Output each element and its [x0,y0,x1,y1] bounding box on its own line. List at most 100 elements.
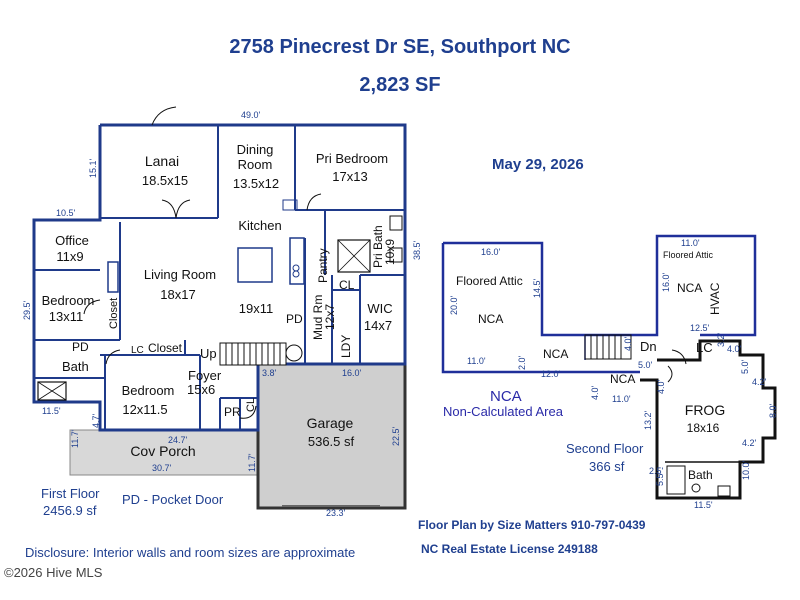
license-text: NC Real Estate License 249188 [421,542,598,556]
pd-label-kitchen: PD [286,312,303,326]
foyer-size: 15x6 [187,382,215,397]
office-size: 11x9 [56,249,83,264]
mud-rm-name: Mud Rm [311,295,325,340]
dim-garage-bottom: 23.3' [326,508,346,518]
garage-name: Garage [307,415,354,431]
first-floor-plan [32,106,407,510]
floored-attic-left-label: Floored Attic [456,274,523,288]
dim2-attic-inner: 14.5' [532,278,542,298]
nca-title: NCA [490,388,522,405]
dim-top: 49.0' [241,110,261,120]
dim-garage-top: 16.0' [342,368,362,378]
dim2-step-c: 3.2' [716,332,726,347]
garage-area [256,362,407,510]
plan-date: May 29, 2026 [492,156,584,173]
wic-size: 14x7 [364,318,392,333]
nca-subtitle: Non-Calculated Area [443,404,563,419]
floored-attic-right-label: Floored Attic [663,250,714,260]
dim2-frog-bottom: 11.5' [694,500,713,510]
closet-label: Closet [148,341,183,355]
dim2-attic-left-top: 16.0' [481,247,501,257]
dim2-frog-right-a: 5.0' [740,359,750,374]
frog-wall [640,339,777,500]
dim-left-side: 29.5' [22,300,32,320]
disclosure-text: Disclosure: Interior walls and room size… [25,545,356,560]
dim2-frog-right-e: 10.0' [741,460,751,480]
garage-size: 536.5 sf [308,434,355,449]
pd-label-hall: PD [72,340,89,354]
ldy-label: LDY [339,335,353,358]
bedroom-front-name: Bedroom [122,383,175,398]
nca-label-3: NCA [610,372,635,386]
pri-bath-size: 10x9 [383,239,397,265]
second-floor-label: Second Floor [566,441,644,456]
pri-bath-name: Pri Bath [371,225,385,268]
wic-name: WIC [367,301,392,316]
cov-porch-area [69,429,261,476]
pr-label: PR [224,405,241,419]
dim2-right-attic-side: 16.0' [661,272,671,292]
dim-porch-left: 11.7' [70,429,80,448]
dim2-frog-right-b: 4.2' [752,377,767,387]
dim2-bath-b: 5.5' [655,471,665,486]
first-floor-dimensions: 49.0' 15.1' 10.5' 29.5' 38.5' 11.5' 11.7… [22,110,422,518]
lc-label: LC [131,345,144,356]
lanai-name: Lanai [145,153,179,169]
frog-name: FROG [685,402,725,418]
nca-left-attic-wall [443,234,757,337]
bedroom-front-size: 12x11.5 [122,402,167,417]
dim-porch-bottom: 30.7' [152,463,172,473]
dim2-mid-vertical: 2.0' [517,355,527,370]
dim2-frog-left: 13.2' [643,410,653,430]
dim-office-top: 10.5' [56,208,76,218]
office-name: Office [55,233,89,248]
dim-porch-right: 11.7' [247,453,257,472]
second-floor-area: 366 sf [589,459,625,474]
bedroom-left-size: 13x11 [49,309,83,324]
dim-right-side: 38.5' [412,240,422,260]
dim2-step-b: 5.0' [638,360,653,370]
pantry-label: Pantry [316,248,330,283]
dim2-attic-left-side: 20.0' [449,295,459,315]
island-size: 19x11 [239,301,273,316]
living-room-size: 18x17 [160,287,195,302]
pri-bedroom-name: Pri Bedroom [316,151,388,166]
second-floor-dimensions: 16.0' 20.0' 14.5' 11.0' 2.0' 12.0' 11.0'… [449,238,778,510]
nca-label-2: NCA [543,347,568,361]
second-floor-labels: Floored Attic Floored Attic NCA NCA NCA … [456,250,725,482]
kitchen-name: Kitchen [238,218,281,233]
dim2-attic-bottom: 11.0' [467,356,486,366]
hvac-label: HVAC [708,282,722,315]
first-floor-label: First Floor [41,486,100,501]
pantry-cl-label: CL [339,278,355,292]
dim-porch-top: 24.7' [168,435,188,445]
square-feet-title: 2,823 SF [359,74,441,96]
pri-bedroom-size: 17x13 [332,169,367,184]
cov-porch-label: Cov Porch [130,443,195,459]
credit-text: Floor Plan by Size Matters 910-797-0439 [418,518,646,532]
dim2-frog-right-d: 4.2' [742,438,757,448]
closet-vertical-label: Closet [108,298,120,329]
dining-name: Dining [237,142,274,157]
dim2-step-a: 4.0' [623,336,633,351]
pocket-door-note: PD - Pocket Door [122,492,224,507]
dim2-step-d: 4.0' [727,344,742,354]
dining-name2: Room [238,157,273,172]
dn-label: Dn [640,339,657,354]
dim2-right-attic-bottom: 12.5' [690,323,710,333]
dim-garage-step: 3.8' [262,368,277,378]
dim2-frog-inner: 4.0' [656,379,666,394]
dim2-frog-right-c: 8.0' [768,403,778,418]
dim-bottom-left: 11.5' [42,406,61,416]
lanai-size: 18.5x15 [142,173,188,188]
dim-bath-side: 4.7' [91,413,101,428]
bath-2nd-label: Bath [688,468,713,482]
nca-label-1: NCA [478,312,503,326]
bath-label: Bath [62,359,89,374]
dim2-bath-a: 2.5' [649,466,664,476]
dim2-right-attic-top: 11.0' [681,238,700,248]
watermark-text: ©2026 Hive MLS [4,565,103,580]
first-floor-room-labels: Lanai 18.5x15 Dining Room 13.5x12 Pri Be… [42,142,397,459]
first-floor-area: 2456.9 sf [43,503,97,518]
dim2-mid-horizontal: 12.0' [541,369,561,379]
